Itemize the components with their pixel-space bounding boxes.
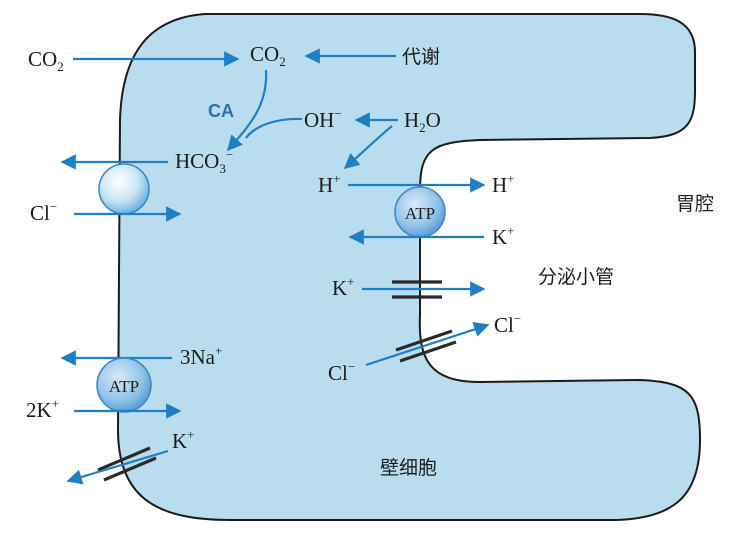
gastric-lumen-label: 胃腔 <box>676 193 714 215</box>
co2-inside-label: CO2 <box>250 42 286 69</box>
na-k-pump-atp-label: ATP <box>109 377 139 396</box>
basolateral-k-channel-bar-2 <box>103 456 157 482</box>
anion-exchanger <box>98 163 150 215</box>
parietal-cell-label: 壁细胞 <box>380 457 437 479</box>
proton-pump-atp-label: ATP <box>405 204 435 223</box>
cl-inside-label: Cl− <box>328 359 355 385</box>
oh-to-hco3-arrow <box>245 117 303 139</box>
h-inside-label: H+ <box>318 171 341 197</box>
h-lumen-label: H+ <box>492 171 515 197</box>
na-label: 3Na+ <box>180 343 222 369</box>
basolateral-k-channel-bar-1 <box>97 446 151 472</box>
ca-label: CA <box>208 101 234 121</box>
h2o-to-h-arrow <box>343 125 393 170</box>
cl-channel-bar-1 <box>395 329 453 352</box>
cl-left-label: Cl− <box>30 199 57 225</box>
k-basolateral-label: K+ <box>172 427 195 453</box>
h2o-label: H2O <box>404 108 441 135</box>
ca-reaction-arrow <box>226 69 268 152</box>
2k-label: 2K+ <box>26 396 59 422</box>
metabolism-label: 代谢 <box>402 46 440 68</box>
secretory-canaliculus-label: 分泌小管 <box>538 266 614 288</box>
hco3-label: HCO3− <box>175 147 233 176</box>
cl-channel-bar-2 <box>399 340 457 363</box>
co2-outside-label: CO2 <box>28 47 64 74</box>
k-lumen-label: K+ <box>492 223 515 249</box>
cl-efflux-arrow <box>365 322 490 367</box>
cl-lumen-label: Cl− <box>494 311 521 337</box>
basolateral-k-efflux-arrow <box>66 449 169 485</box>
k-channel-label: K+ <box>332 274 355 300</box>
oh-label: OH− <box>304 106 342 132</box>
